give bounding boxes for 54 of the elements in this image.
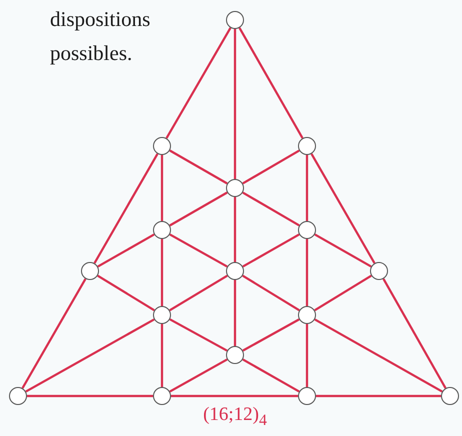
- point-circle: [153, 137, 171, 155]
- point-circle: [441, 387, 459, 405]
- point-circle: [153, 387, 171, 405]
- line-segment: [169, 192, 228, 226]
- point-circle: [226, 11, 244, 29]
- line-segment: [169, 274, 228, 312]
- line-segment: [171, 394, 298, 398]
- line-segment: [306, 155, 308, 221]
- line-segment: [242, 274, 300, 312]
- line-segment: [306, 239, 308, 306]
- line-segment: [169, 233, 228, 268]
- line-segment: [166, 27, 232, 139]
- point-circle: [226, 262, 244, 280]
- line-segment: [242, 358, 300, 392]
- point-circle: [298, 387, 316, 405]
- point-circle: [298, 221, 316, 239]
- line-segment: [169, 318, 228, 352]
- point-circle: [226, 179, 244, 197]
- point-circle: [370, 262, 388, 280]
- line-segment: [97, 234, 155, 268]
- point-circle: [153, 306, 171, 324]
- line-segment: [27, 394, 153, 398]
- point-circle: [9, 387, 27, 405]
- line-segment: [22, 278, 86, 389]
- line-segment: [314, 318, 443, 393]
- line-segment: [169, 358, 228, 393]
- caption: (16;12)$_{4}$: [202, 404, 268, 430]
- line-segment: [160, 324, 164, 387]
- line-segment: [160, 239, 164, 306]
- line-segment: [94, 153, 158, 264]
- line-segment: [242, 234, 300, 268]
- line-segment: [382, 278, 447, 389]
- line-segment: [169, 150, 228, 184]
- note-text: dispositions possibles.: [50, 6, 152, 67]
- line-segment: [25, 318, 155, 393]
- line-segment: [234, 29, 236, 179]
- line-segment: [242, 150, 300, 184]
- line-segment: [242, 318, 300, 352]
- line-segment: [242, 192, 300, 226]
- line-segment: [314, 234, 372, 268]
- line-segment: [316, 394, 441, 398]
- line-segment: [310, 153, 376, 264]
- line-segment: [238, 27, 304, 139]
- point-circle: [153, 221, 171, 239]
- point-circle: [226, 346, 244, 364]
- line-segment: [314, 274, 372, 312]
- line-segment: [234, 280, 236, 346]
- point-circle: [81, 262, 99, 280]
- line-segment: [97, 274, 155, 312]
- point-circle: [298, 137, 316, 155]
- line-segment: [234, 197, 236, 262]
- line-segment: [160, 155, 164, 221]
- line-segment: [306, 324, 308, 387]
- point-circle: [298, 306, 316, 324]
